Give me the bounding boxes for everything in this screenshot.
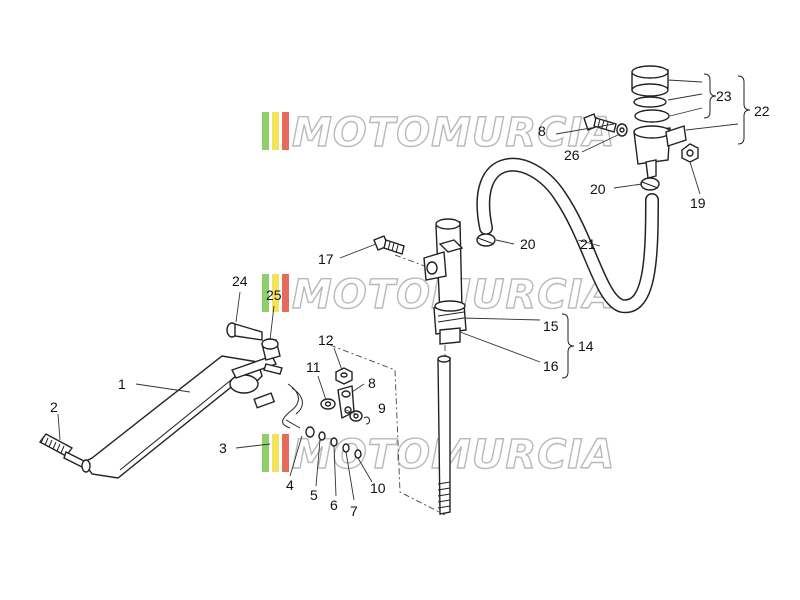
pedal-foot-peg — [38, 433, 91, 473]
callout-14: 14 — [578, 338, 594, 354]
watermark-text-bottom: MOTOMURCIA — [292, 432, 615, 478]
pivot-hardware — [305, 426, 362, 459]
bush-25 — [261, 338, 281, 361]
return-spring — [282, 383, 303, 429]
callout-16: 16 — [543, 358, 559, 374]
brake-pedal-lever — [82, 355, 283, 479]
callout-18: 8 — [538, 123, 546, 139]
reservoir-bolt-18 — [583, 113, 617, 133]
callout-2: 2 — [50, 399, 58, 415]
leader-lines — [57, 79, 739, 501]
callout-20-lower: 20 — [520, 236, 536, 252]
washer-26 — [616, 123, 628, 137]
callout-9: 9 — [378, 400, 386, 416]
watermark-top: MOTOMURCIA — [262, 109, 615, 157]
callout-17: 17 — [318, 251, 334, 267]
callout-10: 10 — [370, 480, 386, 496]
callout-5: 5 — [310, 487, 318, 503]
callout-15: 15 — [543, 318, 559, 334]
brake-hose-21 — [476, 157, 659, 314]
mounting-bolt-17 — [373, 235, 405, 255]
fluid-reservoir — [631, 65, 687, 179]
watermark-text-top: MOTOMURCIA — [292, 110, 615, 156]
nut-12 — [335, 367, 353, 385]
hose-clamp-upper — [640, 177, 660, 191]
reservoir-nut-19 — [681, 143, 699, 163]
callout-26: 26 — [564, 147, 580, 163]
callout-11: 11 — [306, 359, 321, 375]
callout-25: 25 — [266, 287, 282, 303]
pushrod — [437, 355, 451, 515]
callout-23: 23 — [716, 88, 732, 104]
callout-4: 4 — [286, 477, 294, 493]
callout-7: 7 — [350, 503, 358, 519]
callout-19: 19 — [690, 195, 706, 211]
callout-8: 8 — [368, 375, 376, 391]
callout-24: 24 — [232, 273, 248, 289]
callout-22: 22 — [754, 103, 770, 119]
group-brackets — [561, 73, 751, 379]
callout-3: 3 — [219, 440, 227, 456]
watermark-bottom: MOTOMURCIA — [262, 431, 615, 479]
callout-12: 12 — [318, 332, 334, 348]
rear-master-cylinder — [423, 218, 467, 345]
washer-11 — [320, 398, 336, 410]
callout-20-upper: 20 — [590, 181, 606, 197]
hose-clamp-lower — [476, 233, 496, 247]
callout-6: 6 — [330, 497, 338, 513]
pivot-bolt-24 — [226, 322, 263, 341]
callout-labels: 1 2 3 4 5 6 7 8 9 10 11 12 14 15 16 17 1… — [50, 88, 770, 519]
callout-21: 21 — [580, 236, 596, 252]
callout-1: 1 — [118, 376, 126, 392]
